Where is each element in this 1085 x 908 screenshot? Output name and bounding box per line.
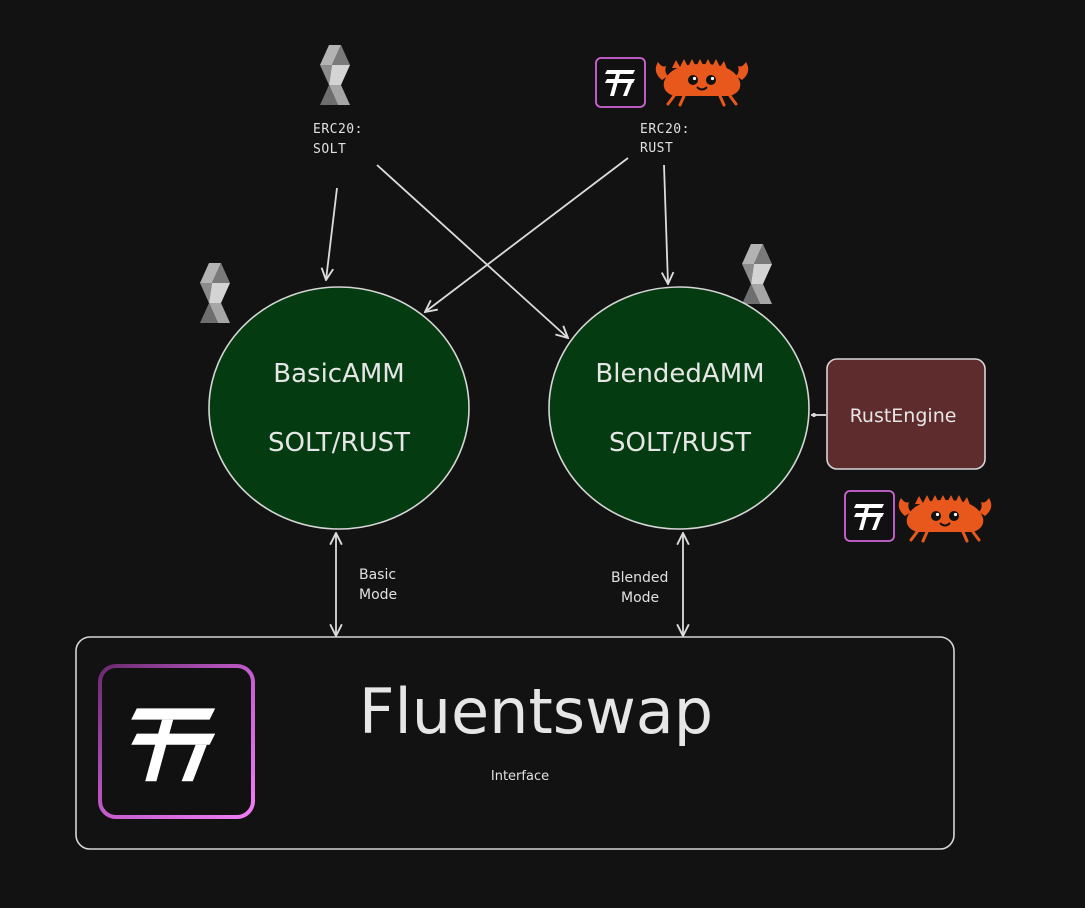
basic-mode-label-line1: Basic — [359, 567, 396, 583]
arrow-solt-to-basic — [326, 187, 338, 280]
solidity-logo-icon — [320, 45, 350, 105]
blended-amm-node: BlendedAMM SOLT/RUST — [548, 286, 810, 530]
arrow-solt-to-blended — [376, 164, 568, 338]
connector-dot — [812, 413, 816, 417]
basic-amm-name: BasicAMM — [273, 359, 405, 389]
arrow-rust-to-basic — [425, 157, 629, 312]
basic-mode-label-line2: Mode — [359, 587, 397, 603]
arrow-rust-to-blended — [664, 164, 668, 284]
fluent-logo-icon — [595, 57, 646, 108]
token-solt-label-line2: SOLT — [313, 142, 346, 157]
blended-amm-name: BlendedAMM — [595, 359, 764, 389]
ferris-crab-icon — [897, 493, 993, 543]
fluent-logo-icon — [98, 664, 255, 819]
fluent-logo-icon — [844, 490, 895, 542]
token-solt-label-line1: ERC20: — [313, 122, 363, 137]
token-rust-label-line1: ERC20: — [640, 122, 690, 137]
basic-amm-pair: SOLT/RUST — [268, 428, 410, 458]
solidity-logo-icon — [742, 244, 772, 304]
blended-mode-label-line1: Blended — [611, 570, 668, 586]
fluentswap-interface-box: Fluentswap Interface — [75, 636, 955, 850]
rust-engine-label: RustEngine — [850, 405, 957, 427]
interface-subtitle: Interface — [491, 769, 549, 784]
blended-amm-pair: SOLT/RUST — [609, 428, 751, 458]
interface-title: Fluentswap — [359, 675, 713, 748]
basic-amm-node: BasicAMM SOLT/RUST — [208, 286, 470, 530]
rust-engine-box: RustEngine — [826, 358, 986, 470]
token-rust-label-line2: RUST — [640, 141, 673, 156]
solidity-logo-icon — [200, 263, 230, 323]
ferris-crab-icon — [654, 57, 750, 107]
blended-mode-label-line2: Mode — [621, 590, 659, 606]
